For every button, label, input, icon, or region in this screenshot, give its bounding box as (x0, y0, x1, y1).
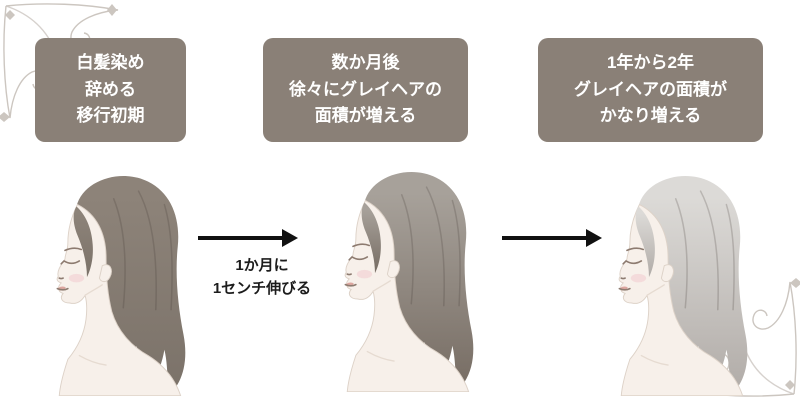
blush (68, 273, 85, 283)
eyebrow (64, 247, 83, 252)
ear (98, 264, 112, 283)
stage-box-line: 徐々にグレイヘアの (289, 79, 442, 99)
closed-eye (60, 260, 81, 265)
mouth-line (56, 287, 69, 291)
hair-strands (674, 190, 735, 311)
stage-box-3: 1年から2年 グレイヘアの面積が かなり増える (538, 38, 763, 142)
stage-box-line: 移行初期 (76, 106, 145, 126)
figure-stage-3 (618, 176, 748, 396)
stage-box-line: グレイヘアの面積が (574, 79, 727, 99)
blush (630, 273, 647, 283)
collarbone-line (366, 350, 395, 362)
ear (660, 264, 674, 283)
hair-front-bang (635, 206, 655, 278)
jaw-line (84, 284, 103, 297)
collarbone-line (640, 354, 669, 366)
hair-front-bang (361, 202, 381, 274)
growth-rate-caption: 1か月に 1センチ伸びる (187, 254, 337, 301)
collarbone-line (78, 354, 107, 366)
figure-stage-2 (344, 172, 474, 392)
arrow-right-icon (198, 229, 298, 247)
stage-box-line: 辞める (85, 79, 136, 99)
caption-line-1: 1か月に (235, 257, 289, 274)
mouth-line (618, 287, 631, 291)
stage-box-line: 1年から2年 (607, 53, 694, 73)
ear (386, 260, 400, 279)
stage-box-2: 数か月後 徐々にグレイヘアの 面積が増える (263, 38, 468, 142)
eyebrow (352, 243, 371, 248)
jaw-line (372, 280, 391, 293)
closed-eye (348, 256, 369, 261)
caption-line-2: 1センチ伸びる (212, 280, 312, 298)
hair-strands (400, 186, 461, 307)
figure-stage-1 (56, 176, 186, 396)
mouth-line (344, 283, 357, 287)
hair-back (76, 176, 186, 393)
stage-box-line: 白髪染め (76, 53, 145, 73)
closed-eye (622, 260, 643, 265)
stage-box-1: 白髪染め 辞める 移行初期 (35, 38, 186, 142)
hair-back (364, 172, 474, 389)
stage-box-line: 面積が増える (314, 106, 417, 126)
flourish-diamonds (0, 4, 117, 122)
hair-strands (112, 190, 173, 311)
stage-box-line: 数か月後 (331, 53, 400, 73)
hair-back (638, 176, 748, 393)
blush (356, 269, 373, 279)
hair-front-bang (73, 206, 93, 278)
arrow-right-icon (502, 229, 602, 247)
jaw-line (646, 284, 665, 297)
eyebrow (626, 247, 645, 252)
stage-box-line: かなり増える (599, 106, 702, 126)
